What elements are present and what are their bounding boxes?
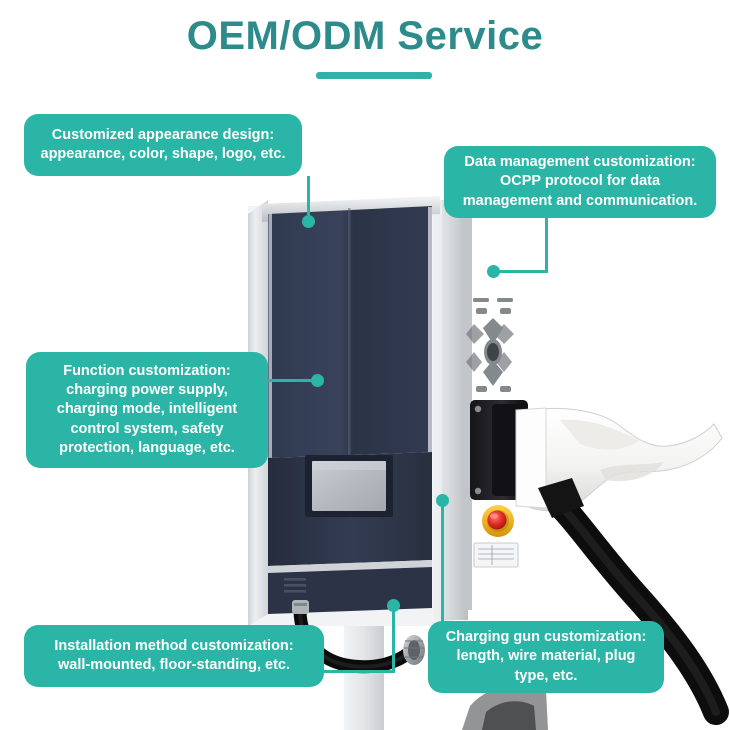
page-title: OEM/ODM Service (186, 14, 544, 58)
emergency-stop-button (487, 510, 507, 530)
callout-function-customization[interactable]: Function customization: charging power s… (26, 352, 268, 468)
callout-data-management-customization[interactable]: Data management customization: OCPP prot… (444, 146, 716, 218)
callout-text: Installation method customization: wall-… (54, 637, 294, 673)
callout-text: Customized appearance design: appearance… (40, 126, 286, 162)
anchor-dot-function (311, 374, 324, 387)
connector-gun (441, 500, 444, 624)
spec-label (473, 542, 519, 568)
connector-install-vertical (392, 605, 395, 673)
connector-function (266, 379, 318, 382)
connector-appearance (307, 176, 310, 219)
title-underline (316, 72, 432, 79)
callout-charging-gun-customization[interactable]: Charging gun customization: length, wire… (428, 621, 664, 693)
callout-installation-method-customization[interactable]: Installation method customization: wall-… (24, 625, 324, 687)
connector-data-horizontal (494, 270, 548, 273)
anchor-dot-appearance (302, 215, 315, 228)
callout-text: Data management customization: OCPP prot… (462, 154, 698, 209)
callout-text: Charging gun customization: length, wire… (445, 629, 647, 684)
anchor-dot-data (487, 265, 500, 278)
connector-install-horizontal (322, 670, 395, 673)
callout-text: Function customization: charging power s… (56, 362, 238, 456)
callout-customized-appearance-design[interactable]: Customized appearance design: appearance… (24, 114, 302, 176)
anchor-dot-install (387, 599, 400, 612)
anchor-dot-gun (436, 494, 449, 507)
connector-data-vertical (545, 218, 548, 273)
